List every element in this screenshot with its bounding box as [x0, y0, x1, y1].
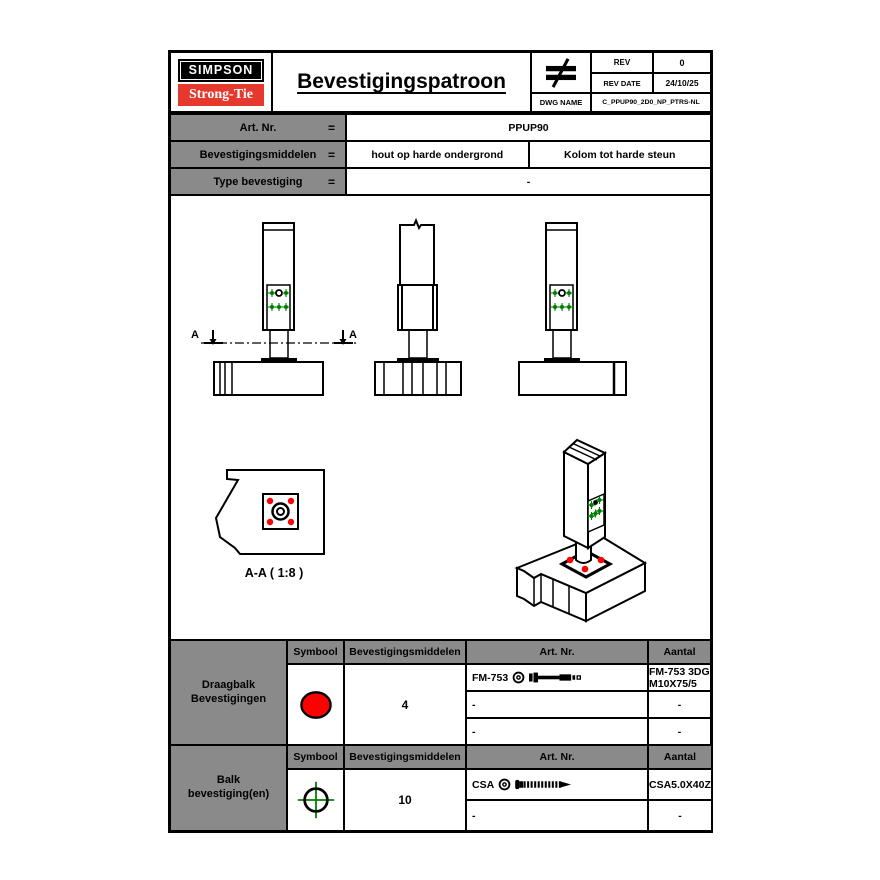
- table2-artnr-cell-1: CSA5.0X40Z: [649, 770, 711, 799]
- table2-header-fastener: Bevestigingsmiddelen: [345, 746, 465, 768]
- table2-symbol-cell: [288, 770, 343, 830]
- table1-label-line1: Draagbalk: [201, 678, 256, 691]
- technical-drawing: A A: [191, 217, 648, 623]
- equals-sign: =: [327, 174, 335, 189]
- concentric-circles-icon: [498, 778, 511, 791]
- table1-label-line2: Bevestigingen: [190, 692, 267, 705]
- art-nr-label-cell: Art. Nr. =: [171, 115, 345, 140]
- table1-qty-cell: 4: [345, 665, 465, 744]
- rev-date-value: 24/10/25: [654, 74, 710, 92]
- table1-fastener-cell-3: -: [467, 719, 647, 744]
- fasteners-value-1: hout op harde ondergrond: [347, 142, 528, 167]
- rear-view-fastener-dots: [550, 288, 574, 312]
- article-info-table: Art. Nr. = PPUP90 Bevestigingsmiddelen =…: [171, 115, 710, 194]
- section-view: A-A ( 1:8 ): [214, 469, 325, 580]
- logo-black-box: SIMPSON: [178, 58, 264, 82]
- section-marker-right: A: [349, 329, 357, 341]
- rev-date-label: REV DATE: [592, 74, 652, 92]
- table1-fastener-cell-2: -: [467, 692, 647, 717]
- fasteners-value-2: Kolom tot harde steun: [529, 142, 710, 167]
- table1-artnr-cell-3: -: [649, 719, 710, 744]
- rev-label: REV: [592, 53, 652, 72]
- art-nr-value: PPUP90: [347, 115, 710, 140]
- table2-header-symbol: Symbool: [288, 746, 343, 768]
- projection-symbol-cell: [532, 53, 590, 92]
- sheet-title-cell: Bevestigingspatroon: [273, 53, 530, 111]
- table1-header-qty: Aantal: [649, 641, 710, 663]
- table2-row-label: Balk bevestiging(en): [171, 746, 286, 830]
- sheet-title: Bevestigingspatroon: [297, 70, 506, 93]
- equals-sign: =: [327, 120, 335, 135]
- table1-header-symbol: Symbool: [288, 641, 343, 663]
- front-view-fastener-dots: [267, 288, 291, 312]
- fixing-type-label-cell: Type bevestiging =: [171, 169, 345, 194]
- table2-label-line1: Balk: [216, 774, 241, 787]
- title-block: SIMPSON Strong-Tie Bevestigingspatroon R…: [171, 53, 710, 113]
- fixing-type-value: -: [347, 169, 710, 194]
- screw-icon: [515, 779, 572, 790]
- art-nr-label: Art. Nr.: [239, 121, 277, 134]
- equals-sign: =: [327, 147, 335, 162]
- fixing-type-label: Type bevestiging: [213, 175, 303, 188]
- section-marker-left: A: [191, 329, 199, 341]
- section-cut-line: A A: [191, 329, 357, 345]
- post-fasteners-table: Balk bevestiging(en) Symbool Bevestiging…: [171, 746, 711, 830]
- rear-view: [518, 222, 627, 396]
- drawing-area: A A: [171, 196, 710, 639]
- dwg-name-value: C_PPUP90_2D0_NP_PTRS-NL: [592, 94, 710, 111]
- crosshair-circle-symbol-icon: [297, 781, 334, 819]
- table1-row-label: Draagbalk Bevestigingen: [171, 641, 286, 744]
- table2-qty-cell: 10: [345, 770, 465, 830]
- section-view-label: A-A ( 1:8 ): [245, 566, 304, 580]
- front-view: [213, 222, 324, 396]
- logo-strongtie-text: Strong-Tie: [178, 83, 264, 106]
- table2-fastener-name: CSA: [472, 778, 495, 791]
- table1-fastener-cell-1: FM-753: [467, 665, 647, 690]
- fasteners-label: Bevestigingsmiddelen: [199, 148, 317, 161]
- table1-fastener-name: FM-753: [472, 671, 509, 684]
- table1-header-artnr: Art. Nr.: [467, 641, 647, 663]
- beam-fasteners-table: Draagbalk Bevestigingen Symbool Bevestig…: [171, 641, 710, 744]
- table2-header-artnr: Art. Nr.: [467, 746, 647, 768]
- table1-header-fastener: Bevestigingsmiddelen: [345, 641, 465, 663]
- table1-symbol-cell: [288, 665, 343, 744]
- isometric-view: [514, 438, 648, 623]
- fasteners-label-cell: Bevestigingsmiddelen =: [171, 142, 345, 167]
- table2-fastener-cell-1: CSA: [467, 770, 647, 799]
- dwg-name-label: DWG NAME: [532, 94, 590, 111]
- not-equal-icon: [546, 57, 576, 88]
- concentric-circles-icon: [512, 671, 525, 684]
- simpson-strongtie-logo: SIMPSON Strong-Tie: [171, 53, 271, 111]
- rev-value: 0: [654, 53, 710, 72]
- logo-simpson-text: SIMPSON: [180, 60, 262, 80]
- table2-label-line2: bevestiging(en): [187, 788, 270, 800]
- table2-fastener-cell-2: -: [467, 801, 647, 830]
- drawing-sheet: SIMPSON Strong-Tie Bevestigingspatroon R…: [168, 50, 713, 833]
- table1-artnr-cell-1: FM-753 3DG M10X75/5: [649, 665, 710, 690]
- side-view: [374, 217, 462, 396]
- anchor-bolt-icon: [529, 672, 582, 683]
- table1-artnr-cell-2: -: [649, 692, 710, 717]
- table2-header-qty: Aantal: [649, 746, 711, 768]
- table2-artnr-cell-2: -: [649, 801, 711, 830]
- red-circle-symbol-icon: [299, 690, 332, 719]
